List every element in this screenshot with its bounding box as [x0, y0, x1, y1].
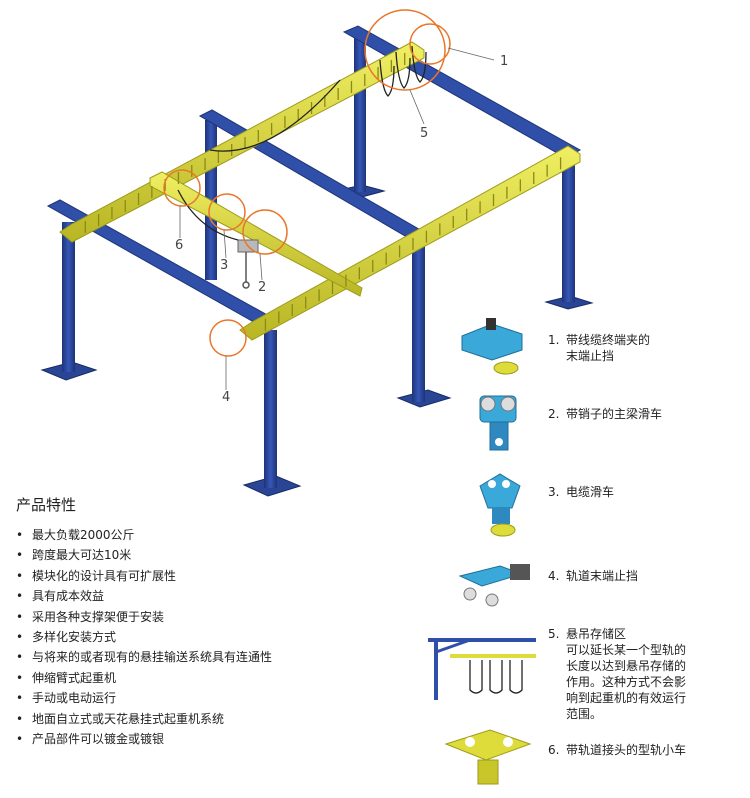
feature-item: 跨度最大可达10米: [16, 545, 316, 566]
feature-item: 最大负载2000公斤: [16, 525, 316, 546]
legend-number: 3.: [548, 485, 560, 499]
feature-item: 产品部件可以镀金或镀银: [16, 729, 316, 750]
callout-number-5: 5: [420, 126, 429, 141]
legend-item-5: 5. 悬吊存储区 可以延长某一个型轨的 长度以达到悬吊存储的 作用。这种方式不会影…: [548, 626, 686, 722]
suspended-storage-icon: [428, 638, 536, 700]
legend-item-4: 4. 轨道末端止挡: [548, 568, 638, 584]
legend-item-3: 3. 电缆滑车: [548, 484, 614, 500]
trolley-with-pin-icon: [479, 395, 517, 451]
feature-item: 地面自立式或天花悬挂式起重机系统: [16, 709, 316, 730]
feature-item: 伸缩臂式起重机: [16, 668, 316, 689]
legend-number: 2.: [548, 407, 560, 421]
runway-beams: [46, 25, 582, 331]
feature-item: 与将来的或者现有的悬挂输送系统具有连通性: [16, 647, 316, 668]
legend-text: 带线缆终端夹的 末端止挡: [566, 333, 651, 363]
legend-number: 1.: [548, 333, 560, 347]
legend-item-6: 6. 带轨道接头的型轨小车: [548, 742, 686, 758]
callout-number-2: 2: [258, 280, 267, 295]
callout-number-6: 6: [175, 238, 184, 253]
feature-item: 多样化安装方式: [16, 627, 316, 648]
legend-number: 6.: [548, 743, 560, 757]
callout-circles: [163, 9, 451, 357]
legend-number: 4.: [548, 569, 560, 583]
callout-number-3: 3: [220, 258, 229, 273]
product-features: 产品特性 最大负载2000公斤 跨度最大可达10米 模块化的设计具有可扩展性 具…: [16, 494, 316, 750]
feature-item: 采用各种支撑架便于安装: [16, 607, 316, 628]
rail-joint-trolley-icon: [444, 729, 532, 785]
bridge-rails: [59, 41, 581, 341]
feature-item: 模块化的设计具有可扩展性: [16, 566, 316, 587]
legend-text: 悬吊存储区 可以延长某一个型轨的 长度以达到悬吊存储的 作用。这种方式不会影 响…: [566, 627, 687, 721]
callout-number-1: 1: [500, 54, 509, 69]
legend-number: 5.: [548, 627, 560, 641]
legend-text: 带销子的主梁滑车: [566, 407, 663, 421]
feature-item: 具有成本效益: [16, 586, 316, 607]
festoon-cables: [177, 45, 427, 241]
cable-trolley-icon: [479, 473, 521, 537]
callout-leaders: [179, 47, 495, 390]
legend-item-2: 2. 带销子的主梁滑车: [548, 406, 662, 422]
hoist: [237, 239, 259, 289]
legend-text: 轨道末端止挡: [566, 569, 639, 583]
callout-number-4: 4: [222, 390, 231, 405]
legend-text: 电缆滑车: [566, 485, 615, 499]
legend-item-1: 1. 带线缆终端夹的 末端止挡: [548, 332, 650, 364]
end-stop-clamp-icon: [461, 318, 523, 375]
features-list: 最大负载2000公斤 跨度最大可达10米 模块化的设计具有可扩展性 具有成本效益…: [16, 525, 316, 750]
features-title: 产品特性: [16, 496, 77, 514]
legend-text: 带轨道接头的型轨小车: [566, 743, 687, 757]
track-end-stop-icon: [458, 564, 530, 607]
feature-item: 手动或电动运行: [16, 688, 316, 709]
